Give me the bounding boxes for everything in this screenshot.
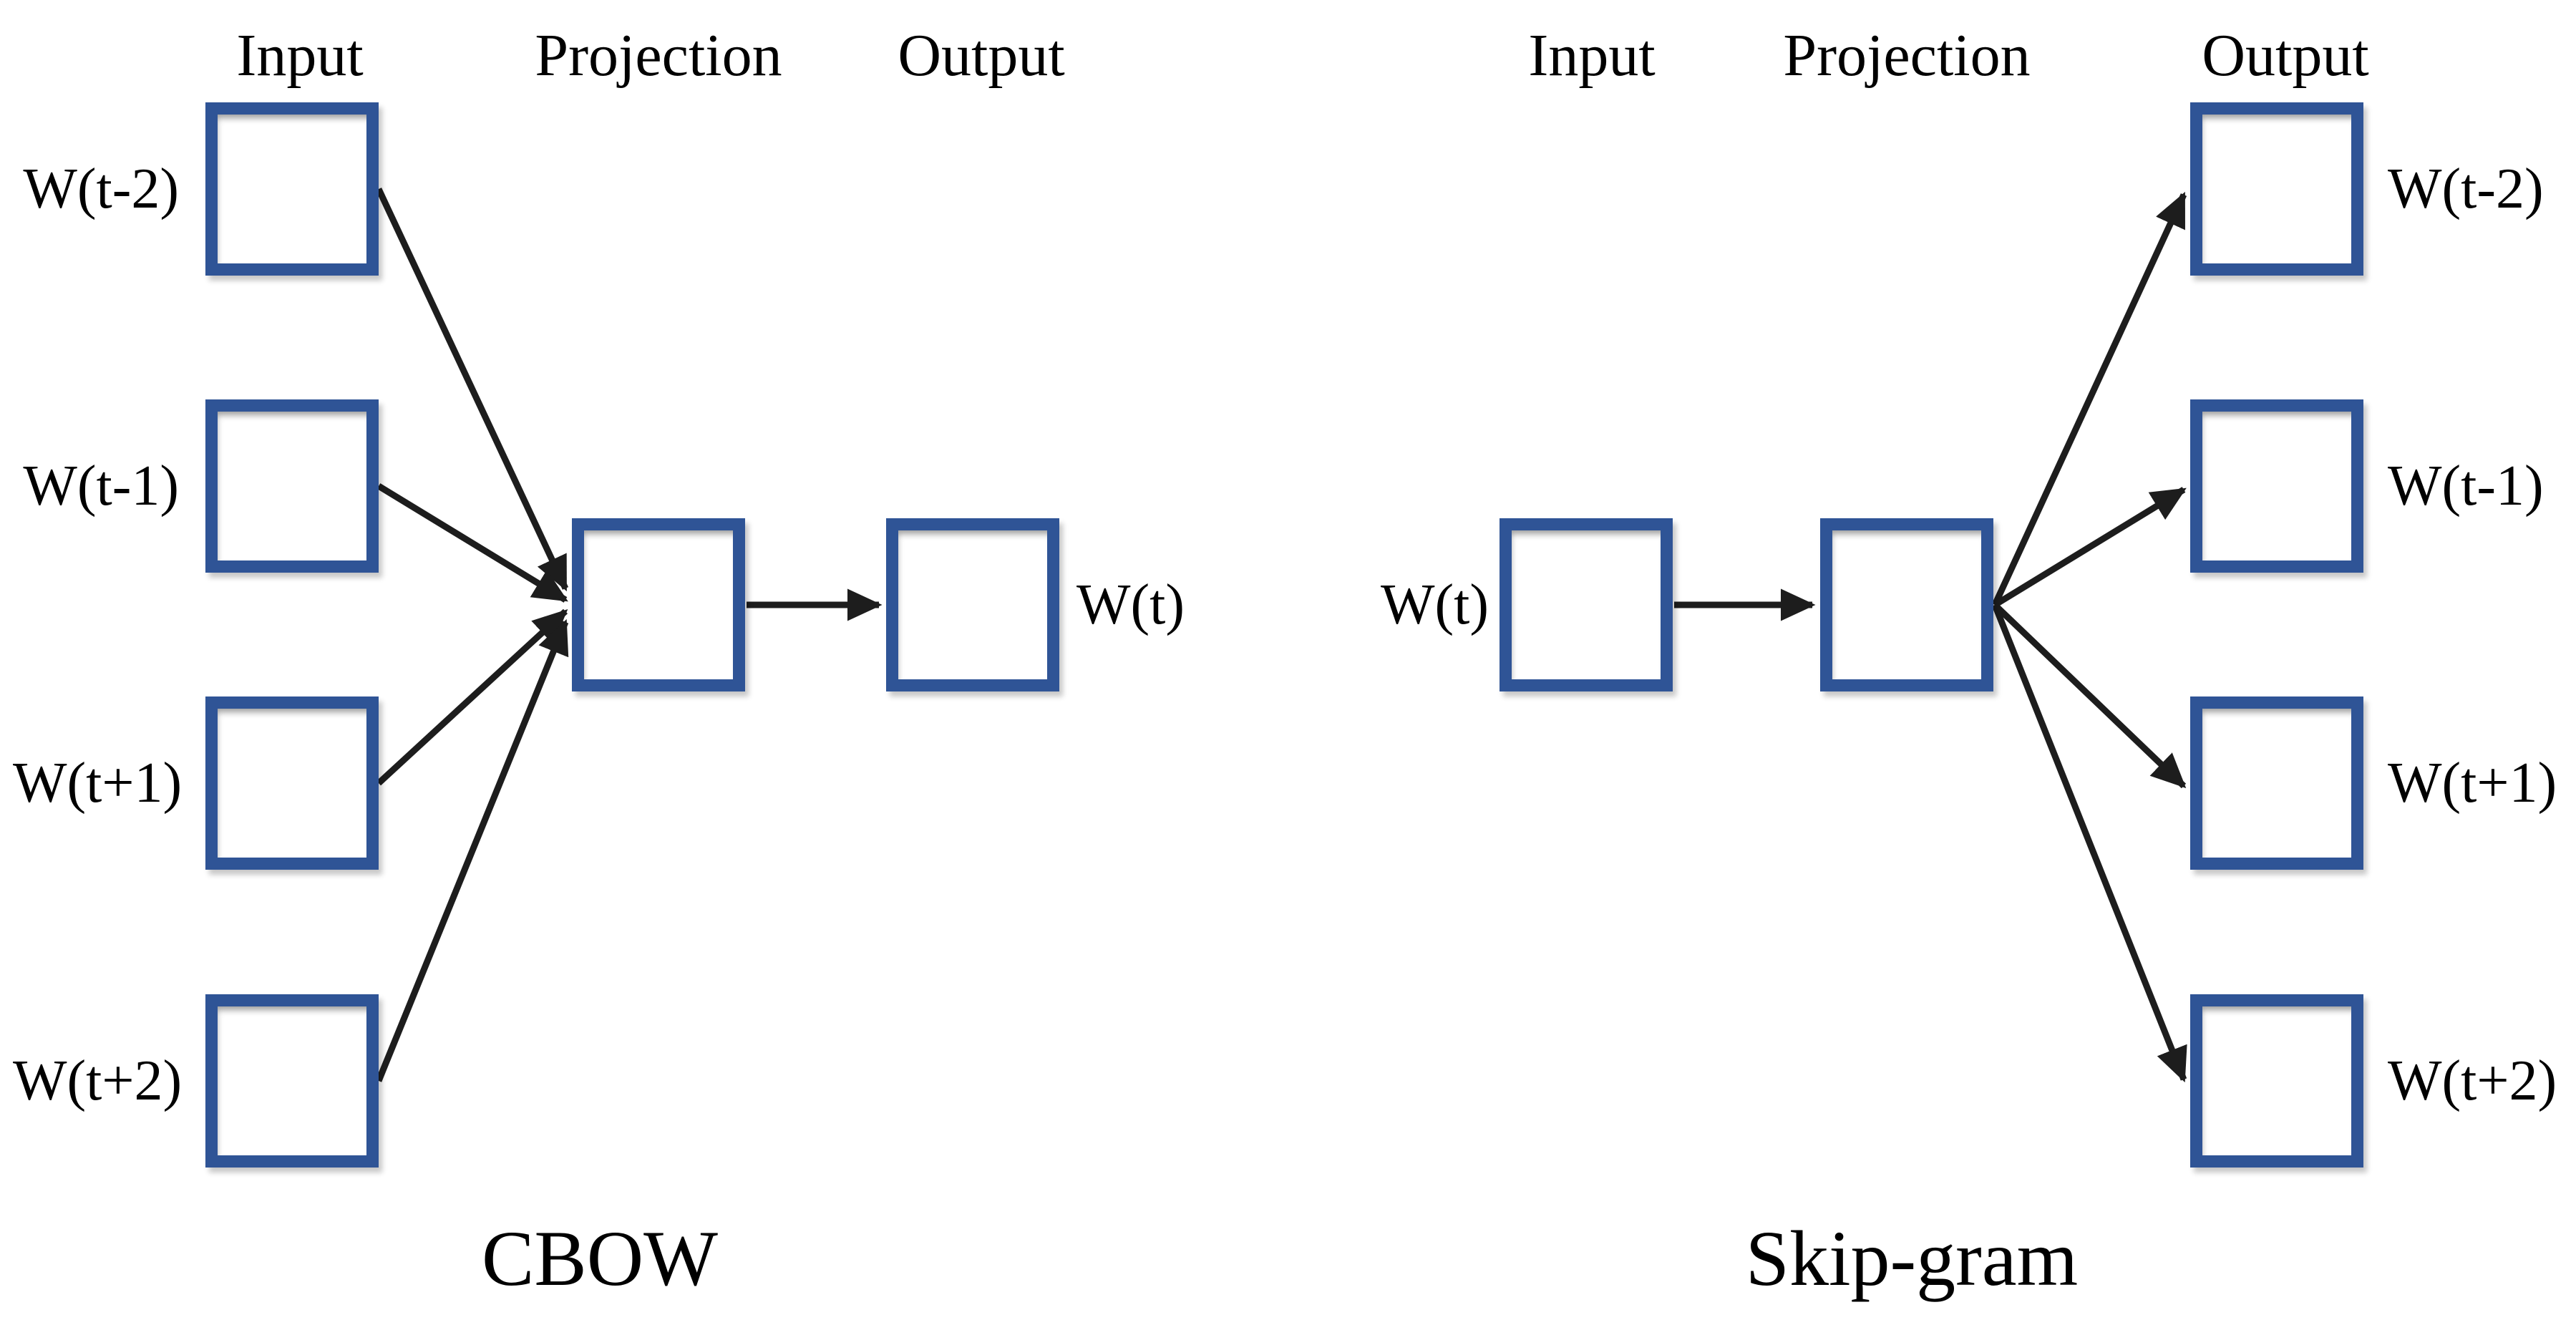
cbow-input-box-wt+1	[205, 696, 379, 870]
skipgram-output-box-wt+1	[2190, 696, 2363, 870]
skipgram-header-projection: Projection	[1783, 22, 2031, 89]
skipgram-arrow-projection-to-wt-2	[1991, 191, 2187, 606]
cbow-input-box-wt+2	[205, 994, 379, 1168]
cbow-arrow-wt-2-to-projection	[375, 188, 569, 592]
skipgram-output-box-wt+2	[2190, 994, 2363, 1168]
skipgram-output-label-wt-2: W(t-2)	[2388, 157, 2544, 220]
skipgram-projection-box	[1820, 518, 1993, 691]
skipgram-output-label-wt+2: W(t+2)	[2388, 1049, 2557, 1112]
cbow-header-input: Input	[236, 22, 364, 89]
cbow-arrow-wt-1-to-projection	[376, 483, 568, 603]
skipgram-output-label-wt-1: W(t-1)	[2388, 455, 2544, 518]
skipgram-title: Skip-gram	[1745, 1215, 2079, 1302]
cbow-header-output: Output	[898, 22, 1065, 89]
skipgram-header-output: Output	[2202, 22, 2369, 89]
skipgram-header-input: Input	[1528, 22, 1656, 89]
skipgram-output-label-wt+1: W(t+1)	[2388, 752, 2557, 815]
cbow-input-label-wt+2: W(t+2)	[13, 1049, 183, 1112]
cbow-arrow-wt+2-to-projection	[375, 618, 569, 1082]
skipgram-output-box-wt-1	[2190, 399, 2363, 573]
cbow-header-projection: Projection	[535, 22, 782, 89]
skipgram-arrow-projection-to-wt-1	[1993, 487, 2187, 608]
cbow-input-label-wt-2: W(t-2)	[23, 157, 179, 220]
skipgram-input-label-wt: W(t)	[1380, 573, 1489, 636]
cbow-input-label-wt+1: W(t+1)	[13, 752, 183, 815]
cbow-projection-box	[572, 518, 745, 691]
skipgram-output-box-wt-2	[2190, 102, 2363, 276]
cbow-input-box-wt-2	[205, 102, 379, 276]
skipgram-arrow-projection-to-wt+1	[1992, 602, 2187, 789]
cbow-title: CBOW	[482, 1215, 718, 1302]
cbow-arrow-wt+1-to-projection	[376, 608, 568, 786]
cbow-output-box	[886, 518, 1059, 691]
skipgram-input-box	[1500, 518, 1673, 691]
cbow-input-label-wt-1: W(t-1)	[23, 455, 179, 518]
skipgram-arrow-projection-to-wt+2	[1991, 603, 2187, 1083]
cbow-input-box-wt-1	[205, 399, 379, 573]
cbow-output-label-wt: W(t)	[1076, 573, 1185, 636]
